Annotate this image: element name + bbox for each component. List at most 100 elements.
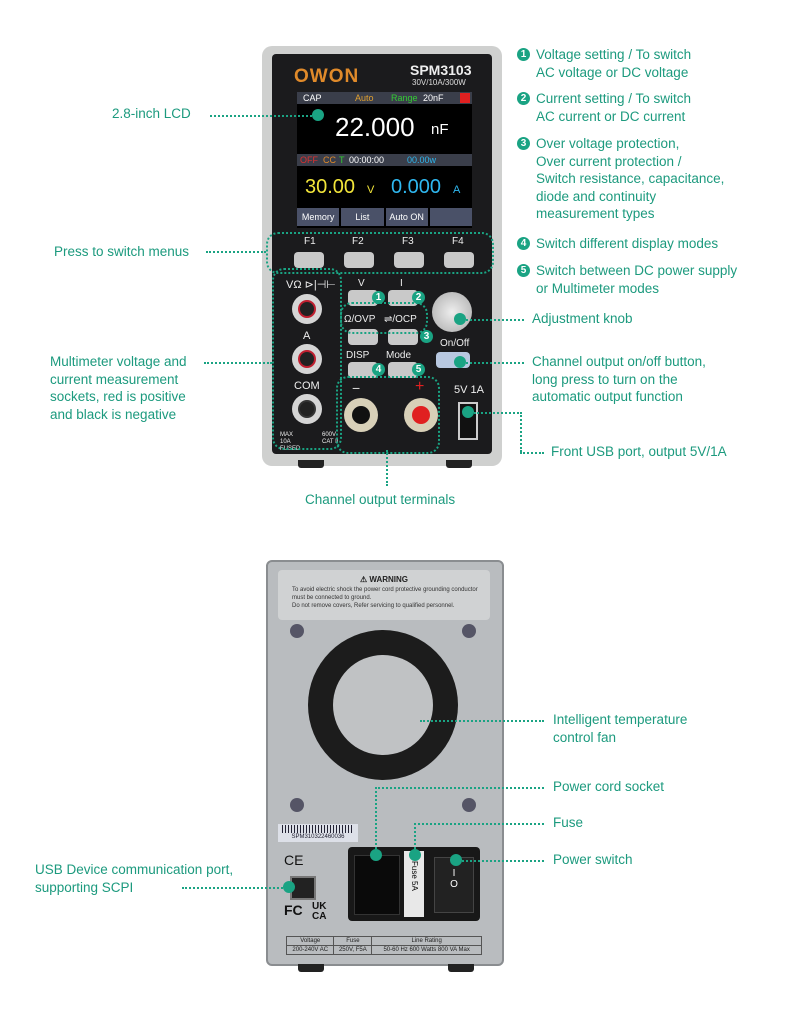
callout-fuse: Fuse — [553, 815, 584, 830]
lcd-power: 00.00w — [407, 155, 437, 165]
softkey-list: List — [341, 208, 384, 226]
key-disp-label: DISP — [346, 350, 370, 361]
lcd-status-t: T — [339, 155, 345, 165]
key-v-label: V — [358, 278, 365, 289]
key-onoff-label: On/Off — [440, 338, 470, 349]
model-name: SPM3103 — [410, 62, 472, 78]
serial-number: SPM310322460036 — [291, 834, 345, 840]
screw-icon — [462, 624, 476, 638]
callout-onoff: Channel output on/off button,long press … — [532, 354, 706, 405]
positive-terminal[interactable] — [404, 398, 438, 432]
softkey-auto-on: Auto ON — [385, 208, 428, 226]
badge-5: 5 — [412, 363, 425, 376]
softkey-empty — [429, 208, 472, 226]
f2-button[interactable] — [344, 252, 374, 268]
cooling-fan — [308, 630, 458, 780]
legend-3: Over voltage protection,Over current pro… — [536, 136, 725, 222]
com-socket[interactable] — [292, 394, 322, 424]
f3-label: F3 — [402, 236, 414, 247]
warning-line-2: Do not remove covers, Refer servicing to… — [292, 603, 455, 609]
f4-button[interactable] — [444, 252, 474, 268]
lcd-range-label: Range — [391, 93, 418, 103]
legend-badge-1: 1 — [517, 48, 530, 61]
adjustment-knob[interactable] — [432, 292, 472, 332]
legend-badge-5: 5 — [517, 264, 530, 277]
serial-sticker: SPM310322460036 — [278, 824, 358, 842]
legend-badge-2: 2 — [517, 92, 530, 105]
socket-a-label: A — [303, 330, 311, 342]
f2-label: F2 — [352, 236, 364, 247]
callout-terminals: Channel output terminals — [305, 492, 456, 507]
f3-button[interactable] — [394, 252, 424, 268]
v-ohm-socket[interactable] — [292, 294, 322, 324]
power-cord-socket[interactable] — [354, 855, 400, 915]
neg-label: − — [352, 380, 361, 396]
socket-com-label: COM — [294, 380, 320, 392]
key-ocp-label: ⇌/OCP — [384, 314, 417, 325]
callout-menus: Press to switch menus — [54, 244, 190, 259]
mode-button[interactable] — [388, 362, 418, 378]
screw-icon — [462, 798, 476, 812]
fcc-mark: FC — [284, 902, 303, 918]
lcd-reading: 22.000 — [335, 112, 415, 142]
disp-button[interactable] — [348, 362, 378, 378]
lcd-indicator — [460, 93, 470, 103]
screw-icon — [290, 798, 304, 812]
usb-label: 5V 1A — [454, 384, 484, 396]
badge-4: 4 — [372, 363, 385, 376]
lcd-status-cc: CC — [323, 155, 336, 165]
lcd-current-unit: A — [453, 184, 461, 196]
legend-badge-3: 3 — [517, 137, 530, 150]
warning-label: ⚠ WARNING To avoid electric shock the po… — [278, 570, 490, 620]
lcd-screen: CAP Auto Range 20nF 22.000 nF OFF CC T 0… — [297, 92, 472, 228]
fuse-holder[interactable]: Fuse 5A — [404, 851, 424, 917]
f1-button[interactable] — [294, 252, 324, 268]
fuse-label: Fuse 5A — [410, 861, 419, 891]
lcd-voltage: 30.00 — [305, 176, 356, 198]
f4-label: F4 — [452, 236, 464, 247]
badge-2: 2 — [412, 291, 425, 304]
callout-power-cord: Power cord socket — [553, 779, 665, 794]
socket-v-label: VΩ ⊳|⊣⊢ — [286, 279, 336, 291]
callout-usb: Front USB port, output 5V/1A — [551, 444, 727, 459]
key-i-label: I — [400, 278, 403, 289]
ukca-mark: UK CA — [312, 901, 327, 922]
rear-panel-device: ⚠ WARNING To avoid electric shock the po… — [266, 560, 504, 972]
badge-1: 1 — [372, 291, 385, 304]
callout-knob: Adjustment knob — [532, 311, 633, 326]
callout-power-switch: Power switch — [553, 852, 633, 867]
softkey-memory: Memory — [297, 208, 340, 226]
key-ovp-label: Ω/OVP — [344, 314, 376, 325]
ce-mark: CE — [284, 852, 304, 868]
warning-line-1: To avoid electric shock the power cord p… — [292, 587, 478, 601]
lcd-current: 0.000 — [391, 176, 442, 198]
front-panel-device: OWON SPM3103 30V/10A/300W CAP Auto Range… — [262, 46, 502, 468]
brand-logo: OWON — [294, 66, 360, 87]
front-panel: OWON SPM3103 30V/10A/300W CAP Auto Range… — [272, 54, 492, 454]
screw-icon — [290, 624, 304, 638]
f1-label: F1 — [304, 236, 316, 247]
legend-4: Switch different display modes — [536, 236, 719, 251]
a-socket[interactable] — [292, 344, 322, 374]
badge-3: 3 — [420, 330, 433, 343]
legend-badge-4: 4 — [517, 237, 530, 250]
lcd-status-off: OFF — [300, 155, 318, 165]
lcd-auto: Auto — [355, 93, 374, 103]
model-rating: 30V/10A/300W — [412, 78, 466, 87]
lcd-reading-unit: nF — [431, 121, 449, 138]
negative-terminal[interactable] — [344, 398, 378, 432]
pos-label: + — [415, 378, 425, 395]
lcd-timer: 00:00:00 — [349, 155, 385, 165]
callout-lcd: 2.8-inch LCD — [112, 106, 191, 121]
callout-usb-device: USB Device communication port,supporting… — [35, 862, 234, 895]
warning-title: ⚠ WARNING — [359, 575, 409, 584]
lcd-mode: CAP — [303, 93, 322, 103]
